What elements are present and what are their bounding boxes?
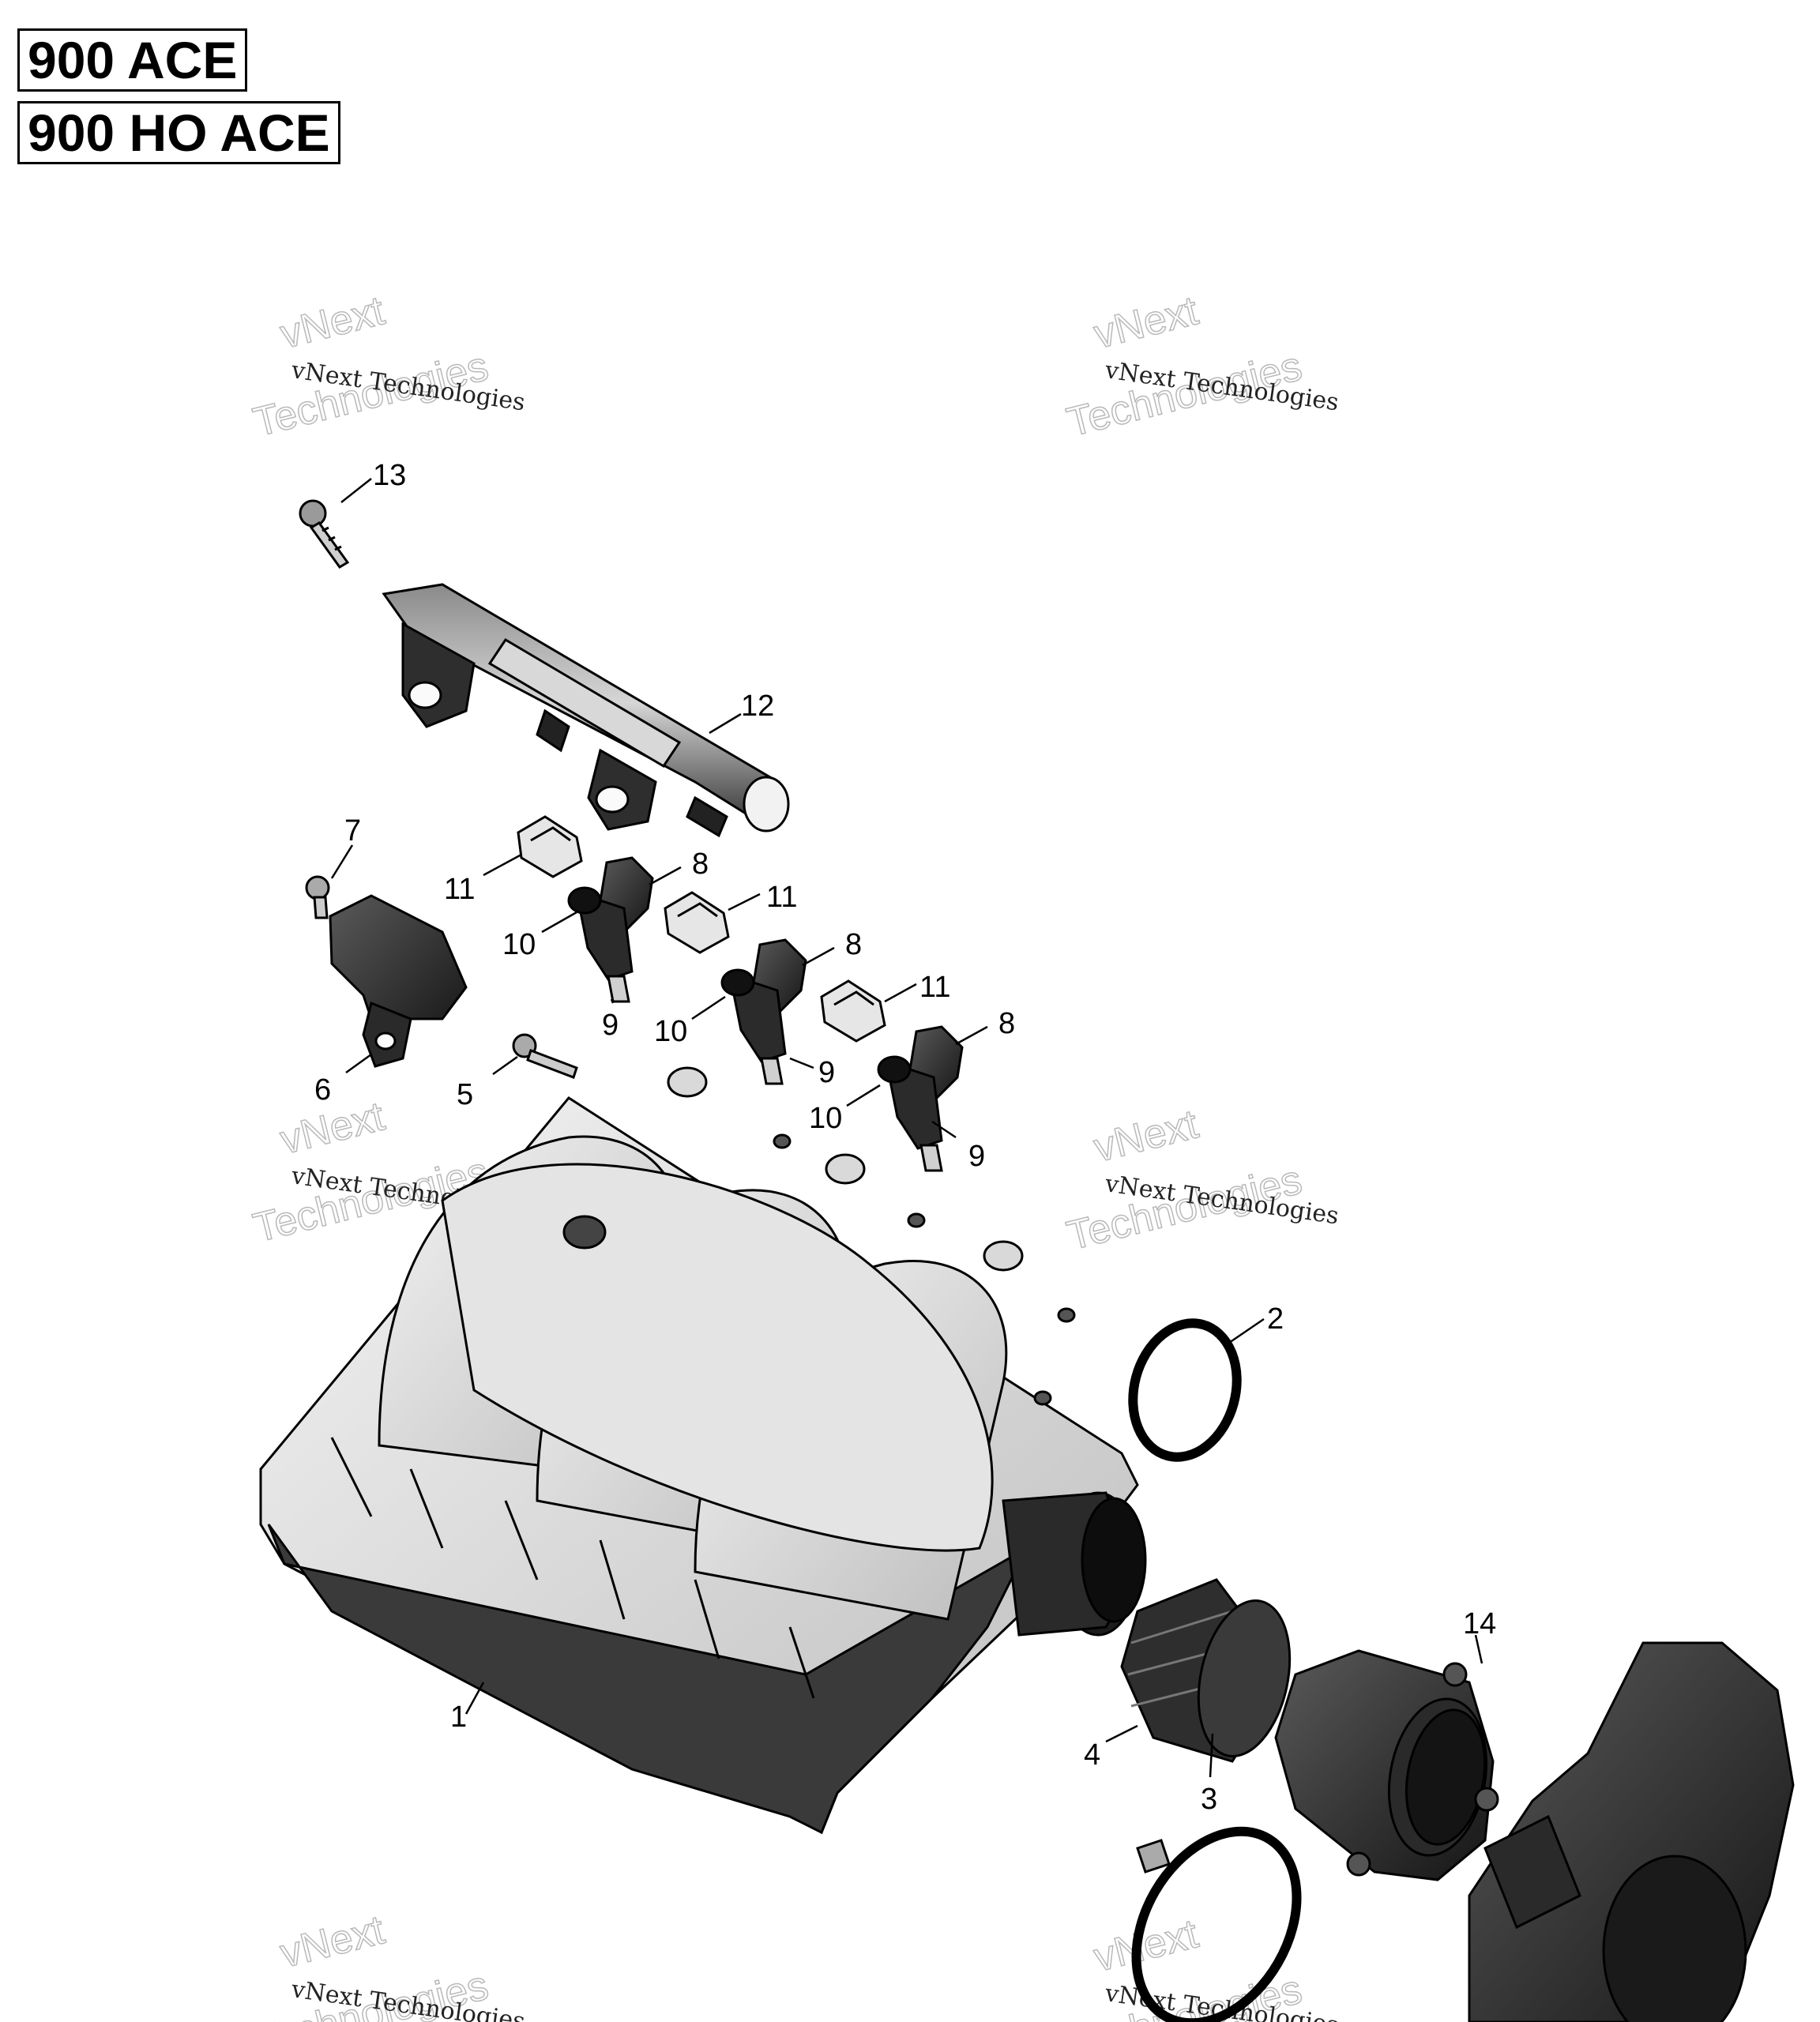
part-injector-1 [567, 856, 654, 1003]
watermark-large-top: vNext [276, 1907, 389, 1977]
callout-14: 14 [1463, 1607, 1496, 1641]
part-injector-2 [720, 938, 807, 1085]
callout-8: 8 [998, 1007, 1015, 1040]
callout-10: 10 [809, 1102, 842, 1135]
part-7-screw [305, 875, 330, 919]
model-label-900-ace: 900 ACE [17, 28, 248, 92]
part-5-screw [512, 1033, 578, 1079]
callout-10: 10 [502, 928, 536, 961]
callout-8: 8 [845, 928, 862, 961]
part-14-adapter [1274, 1649, 1499, 1881]
callout-9: 9 [818, 1056, 835, 1089]
callout-11: 11 [766, 881, 797, 914]
part-11-clip [820, 979, 886, 1043]
callout-5: 5 [457, 1078, 473, 1111]
callout-11: 11 [919, 971, 950, 1004]
watermark-mid-right: vNext Technologies [1062, 1101, 1307, 1261]
callout-13: 13 [373, 459, 406, 492]
callout-labels: 1 2 3 4 5 6 7 8 8 8 9 9 9 10 10 10 11 11… [314, 459, 1496, 1816]
callout-7: 7 [344, 814, 361, 848]
watermark-large-top: vNext [1089, 288, 1203, 358]
callout-12: 12 [741, 690, 774, 723]
callout-4: 4 [1084, 1738, 1100, 1772]
part-6-sensor [329, 894, 468, 1068]
watermark-large-top: vNext [276, 1093, 389, 1163]
leader-lines [330, 478, 1483, 1778]
part-11-clip [517, 815, 583, 878]
callout-3: 3 [1201, 1783, 1217, 1816]
part-injector-3 [877, 1025, 964, 1172]
model-label-900-ho-ace: 900 HO ACE [17, 101, 340, 164]
watermark-large-top: vNext [1089, 1101, 1203, 1171]
callout-6: 6 [314, 1073, 331, 1107]
hose-clamp [1131, 1826, 1302, 2022]
part-13-screw [299, 499, 350, 569]
callout-8: 8 [692, 848, 709, 881]
callout-9: 9 [602, 1009, 619, 1042]
callout-9: 9 [968, 1140, 985, 1173]
throttle-body [1468, 1641, 1795, 2022]
callout-1: 1 [450, 1701, 467, 1734]
part-2-o-ring [1128, 1318, 1242, 1462]
callout-11: 11 [444, 873, 475, 906]
watermark-large-top: vNext [276, 288, 389, 358]
part-3-4-sleeve [1120, 1578, 1292, 1763]
watermark-top-left: vNext Technologies [248, 288, 493, 447]
part-11-clip [664, 891, 730, 954]
watermark-top-right: vNext Technologies [1062, 288, 1307, 447]
callout-10: 10 [654, 1015, 687, 1048]
part-12-fuel-rail [382, 583, 790, 838]
callout-2: 2 [1267, 1302, 1284, 1336]
part-1-intake-manifold [259, 1066, 1147, 1835]
